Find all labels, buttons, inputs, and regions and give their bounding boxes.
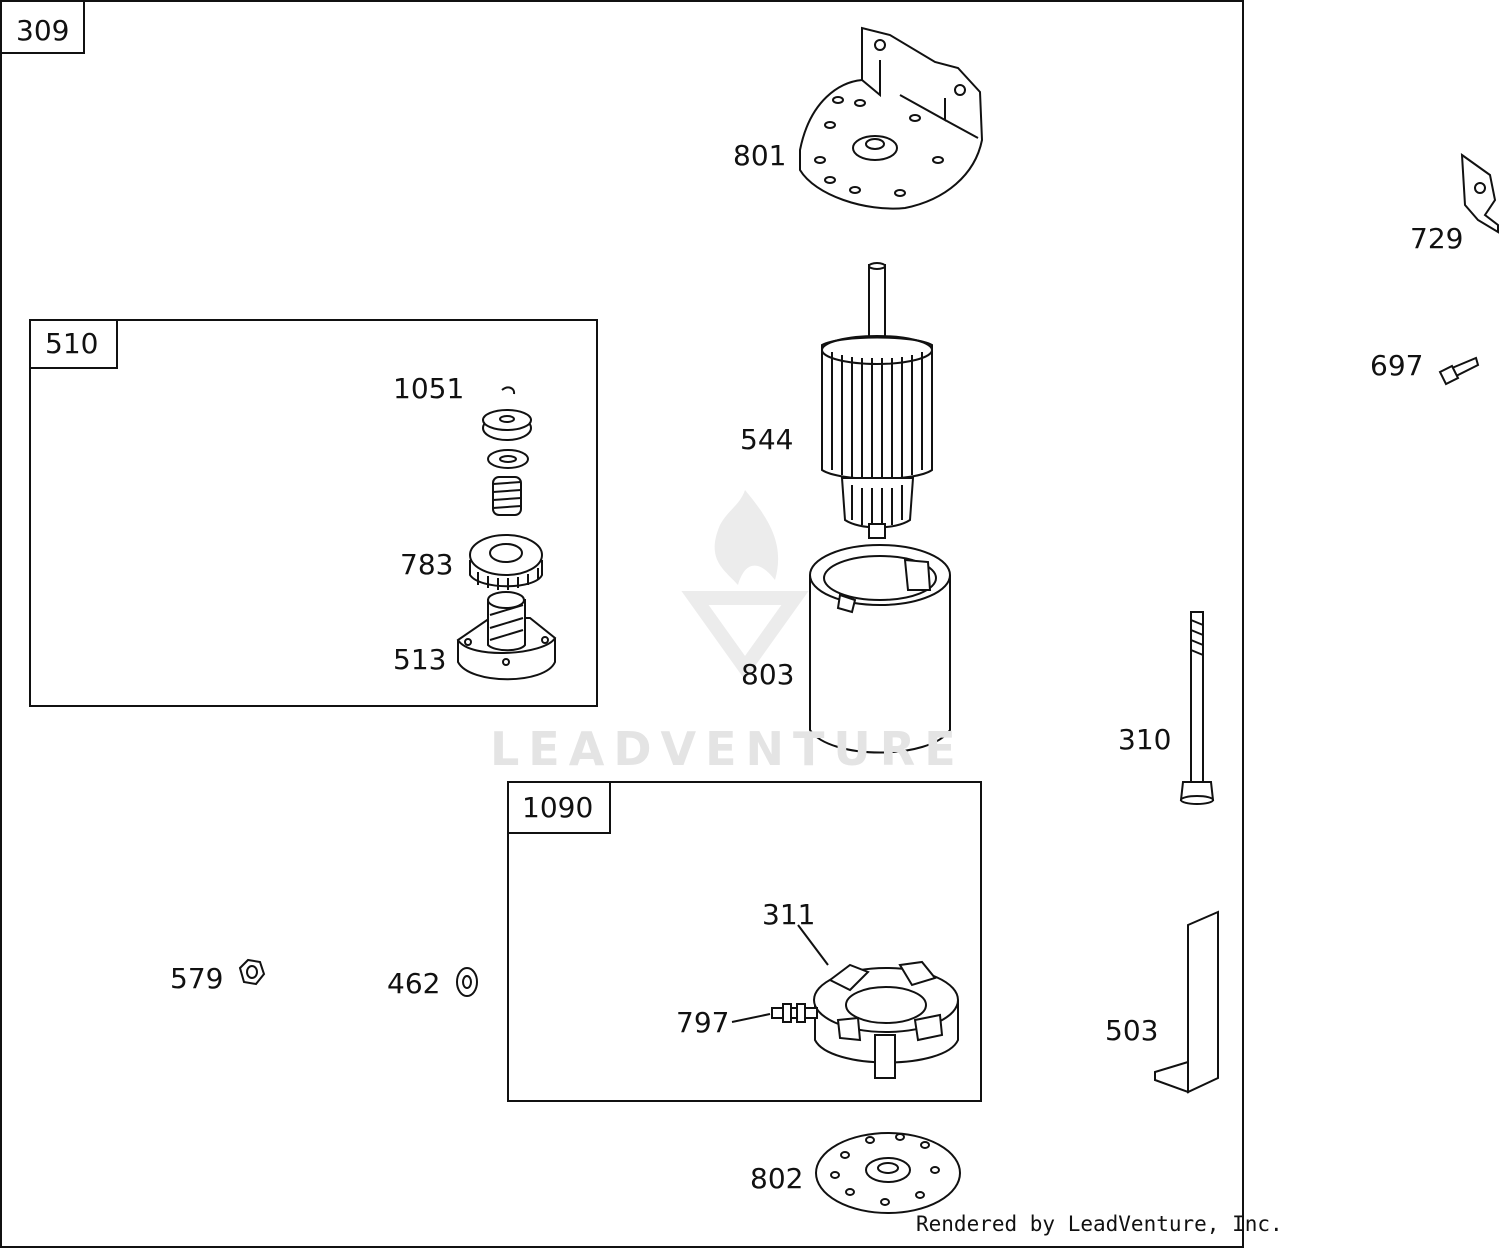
box-510-number-box: [29, 319, 118, 369]
part-697-screw: [1438, 356, 1480, 386]
part-729-clip: [1460, 152, 1499, 234]
frame-number: 309: [16, 14, 70, 47]
callout-311[interactable]: 311: [762, 898, 816, 931]
callout-801[interactable]: 801: [733, 139, 787, 172]
callout-462[interactable]: 462: [387, 967, 441, 1000]
part-544-armature: [821, 262, 933, 539]
frame-number-box: [0, 0, 85, 54]
callout-729[interactable]: 729: [1410, 222, 1464, 255]
watermark-logo: [681, 490, 809, 681]
watermark-text: LEADVENTURE: [490, 722, 965, 776]
part-spring: [492, 476, 522, 516]
callout-1051[interactable]: 1051: [393, 372, 465, 405]
part-803-housing: [809, 544, 951, 754]
callout-783[interactable]: 783: [400, 548, 454, 581]
credit-text: Rendered by LeadVenture, Inc.: [916, 1212, 1283, 1236]
box-1090-number-box: [507, 781, 611, 834]
callout-697[interactable]: 697: [1370, 349, 1424, 382]
part-311-brushholder: [797, 924, 959, 1079]
part-513-drive: [456, 591, 557, 681]
box-510-frame: [29, 319, 598, 707]
part-462-washer: [456, 967, 478, 997]
callout-579[interactable]: 579: [170, 962, 224, 995]
part-801-bracket: [799, 26, 984, 210]
box-1090-frame: [507, 781, 982, 1102]
callout-802[interactable]: 802: [750, 1162, 804, 1195]
box-510-number: 510: [45, 327, 99, 360]
callout-310[interactable]: 310: [1118, 723, 1172, 756]
part-1051-retainer: [482, 386, 532, 469]
box-1090-number: 1090: [522, 791, 594, 824]
callout-803[interactable]: 803: [741, 658, 795, 691]
part-802-endcap: [815, 1132, 961, 1214]
part-797-terminal: [731, 1003, 818, 1023]
callout-513[interactable]: 513: [393, 643, 447, 676]
callout-544[interactable]: 544: [740, 423, 794, 456]
part-310-bolt: [1179, 611, 1215, 805]
main-frame: [0, 0, 1244, 1248]
part-783-gear: [469, 534, 543, 590]
part-503-strip: [1154, 910, 1219, 1094]
callout-503[interactable]: 503: [1105, 1014, 1159, 1047]
callout-797[interactable]: 797: [676, 1006, 730, 1039]
part-579-nut: [238, 958, 266, 986]
